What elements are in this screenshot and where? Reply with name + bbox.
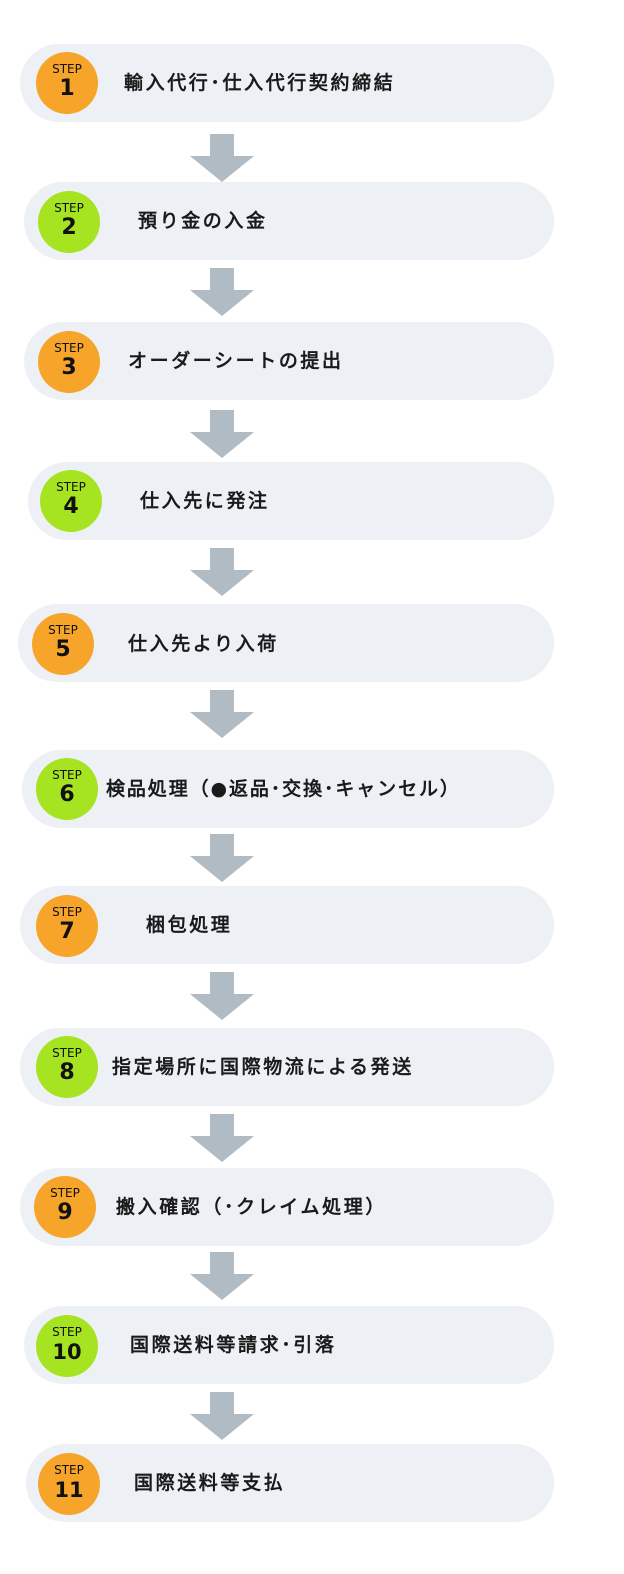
step-8-badge: STEP 8 [36, 1036, 98, 1098]
step-11-badge: STEP 11 [38, 1453, 100, 1515]
step-4-badge: STEP 4 [40, 470, 102, 532]
step-7-box [20, 886, 554, 964]
step-word: STEP [52, 1325, 82, 1339]
step-number: 10 [52, 1340, 82, 1364]
step-10-badge: STEP 10 [36, 1315, 98, 1377]
step-number: 5 [55, 637, 71, 662]
step-5-box [18, 604, 554, 682]
step-number: 9 [57, 1200, 73, 1225]
step-7-label: 梱包処理 [146, 914, 233, 936]
step-1-label: 輸入代行･仕入代行契約締結 [124, 72, 396, 94]
step-6-label: 検品処理（●返品･交換･キャンセル） [106, 778, 461, 800]
down-arrow-icon [190, 972, 254, 1020]
step-9-badge: STEP 9 [34, 1176, 96, 1238]
step-number: 1 [59, 76, 75, 101]
step-1-box [20, 44, 554, 122]
step-2-badge: STEP 2 [38, 191, 100, 253]
step-8-label: 指定場所に国際物流による発送 [112, 1056, 414, 1078]
step-number: 7 [59, 919, 75, 944]
step-3-box [24, 322, 554, 400]
step-word: STEP [52, 62, 82, 76]
step-9-box [20, 1168, 554, 1246]
step-8-box [20, 1028, 554, 1106]
step-word: STEP [54, 341, 84, 355]
step-number: 6 [59, 782, 75, 807]
step-4-label: 仕入先に発注 [140, 490, 270, 512]
step-3-badge: STEP 3 [38, 331, 100, 393]
step-number: 11 [54, 1478, 84, 1502]
step-7-badge: STEP 7 [36, 895, 98, 957]
step-6-box [22, 750, 554, 828]
step-number: 3 [61, 355, 77, 380]
step-11-box [26, 1444, 554, 1522]
step-6-badge: STEP 6 [36, 758, 98, 820]
step-2-label: 預り金の入金 [138, 210, 268, 232]
down-arrow-icon [190, 548, 254, 596]
down-arrow-icon [190, 134, 254, 182]
step-number: 4 [63, 494, 79, 519]
down-arrow-icon [190, 690, 254, 738]
step-number: 8 [59, 1060, 75, 1085]
step-5-badge: STEP 5 [32, 613, 94, 675]
step-1-badge: STEP 1 [36, 52, 98, 114]
down-arrow-icon [190, 410, 254, 458]
step-word: STEP [50, 1186, 80, 1200]
step-2-box [24, 182, 554, 260]
step-10-label: 国際送料等請求･引落 [130, 1334, 337, 1356]
step-word: STEP [54, 1463, 84, 1477]
step-9-label: 搬入確認（･クレイム処理） [116, 1196, 387, 1218]
step-number: 2 [61, 215, 77, 240]
step-word: STEP [56, 480, 86, 494]
down-arrow-icon [190, 1252, 254, 1300]
step-11-label: 国際送料等支払 [134, 1472, 286, 1494]
step-word: STEP [54, 201, 84, 215]
step-word: STEP [52, 1046, 82, 1060]
step-5-label: 仕入先より入荷 [128, 633, 279, 655]
step-word: STEP [48, 623, 78, 637]
down-arrow-icon [190, 1114, 254, 1162]
down-arrow-icon [190, 268, 254, 316]
step-10-box [24, 1306, 554, 1384]
step-4-box [28, 462, 554, 540]
step-word: STEP [52, 905, 82, 919]
step-word: STEP [52, 768, 82, 782]
down-arrow-icon [190, 834, 254, 882]
step-3-label: オーダーシートの提出 [128, 350, 344, 372]
down-arrow-icon [190, 1392, 254, 1440]
